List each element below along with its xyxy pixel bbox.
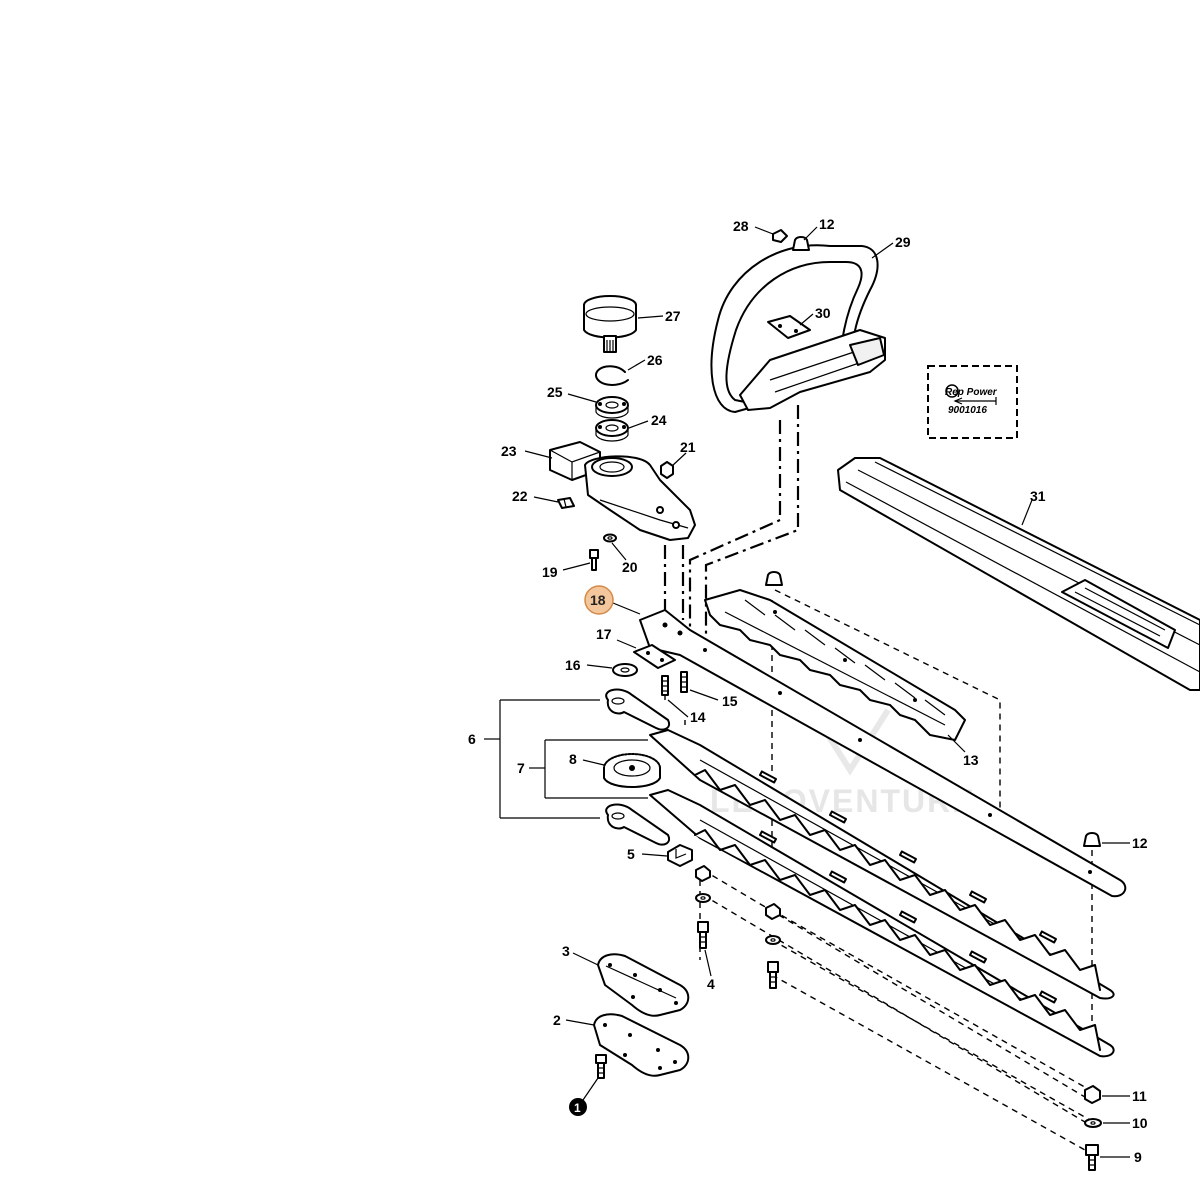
- callout-14: 14: [690, 709, 706, 725]
- part-11-nut-left: [695, 865, 711, 882]
- part-21-nut: [660, 461, 674, 479]
- callout-30: 30: [815, 305, 831, 321]
- callout-18-label: 18: [590, 592, 606, 608]
- part-25-bearing: [595, 396, 629, 419]
- part-19-screw: [589, 549, 599, 571]
- leader-lines: [484, 226, 1130, 1158]
- part-28-nut: [772, 229, 788, 243]
- repower-brand: Rep Power: [945, 387, 998, 398]
- repower-box: Rep Power 9001016: [927, 365, 1018, 439]
- repower-logo-icon: [945, 384, 959, 398]
- part-17-plate: [633, 644, 676, 669]
- callout-19: 19: [542, 564, 558, 580]
- callout-3: 3: [562, 943, 570, 959]
- callout-31: 31: [1030, 488, 1046, 504]
- callout-1: 1: [569, 1098, 587, 1116]
- part-27-pinion: [583, 295, 637, 353]
- part-31-blade-cover: [837, 457, 1200, 691]
- callout-18-highlighted[interactable]: 18: [584, 585, 614, 615]
- part-23-gear-housing: [549, 441, 696, 541]
- callout-17: 17: [596, 626, 612, 642]
- callout-12-top: 12: [819, 216, 835, 232]
- callout-13: 13: [963, 752, 979, 768]
- part-20-washer: [603, 533, 617, 543]
- part-12-cap-nut-right: [1083, 832, 1101, 847]
- part-30-plate: [767, 315, 811, 339]
- part-13-upper-blade: [704, 589, 966, 741]
- part-5-clip: [667, 844, 693, 867]
- part-22-grease-nipple: [557, 497, 575, 509]
- part-9-screw-mid: [767, 961, 779, 989]
- part-7-blade-upper: [649, 729, 1115, 1000]
- part-10-washer-mid: [765, 935, 781, 945]
- repower-code: 9001016: [948, 405, 987, 416]
- part-4-screw: [697, 921, 709, 949]
- part-16-washer: [612, 663, 638, 677]
- callout-16: 16: [565, 657, 581, 673]
- callout-29: 29: [895, 234, 911, 250]
- callout-9: 9: [1134, 1149, 1142, 1165]
- part-10-washer-left: [695, 893, 711, 903]
- callout-10: 10: [1132, 1115, 1148, 1131]
- part-18-connecting-bar: [639, 609, 1127, 898]
- callout-7: 7: [517, 760, 525, 776]
- callout-24: 24: [651, 412, 667, 428]
- callout-5: 5: [627, 846, 635, 862]
- callout-25: 25: [547, 384, 563, 400]
- part-1-screw: [595, 1054, 607, 1079]
- callout-20: 20: [622, 559, 638, 575]
- callout-23: 23: [501, 443, 517, 459]
- part-11-nut-right: [1084, 1085, 1101, 1104]
- callout-labels: 28 12 29 30 27 26 25 24 21 23 22 31 19 2…: [468, 216, 1148, 1165]
- callout-21: 21: [680, 439, 696, 455]
- part-6-rod-lower: [605, 803, 670, 846]
- callout-12-right: 12: [1132, 835, 1148, 851]
- part-14-screw: [661, 675, 669, 696]
- part-8-gear: [603, 753, 661, 788]
- part-29-front-handle: [710, 244, 886, 413]
- callout-26: 26: [647, 352, 663, 368]
- callout-22: 22: [512, 488, 528, 504]
- part-3-gasket: [597, 953, 690, 1017]
- part-24-bearing: [595, 419, 629, 442]
- callout-15: 15: [722, 693, 738, 709]
- part-11-nut-mid: [765, 903, 781, 920]
- callout-4: 4: [707, 976, 715, 992]
- part-26-circlip: [595, 365, 629, 386]
- part-6-rod-upper: [605, 688, 670, 731]
- callout-28: 28: [733, 218, 749, 234]
- part-12-cap-nut-top: [792, 236, 810, 251]
- highlight-circle: [584, 585, 614, 615]
- part-12-cap-nut-blade: [765, 571, 783, 586]
- callout-11: 11: [1132, 1088, 1147, 1104]
- callout-1-label: 1: [574, 1101, 581, 1115]
- callout-8: 8: [569, 751, 577, 767]
- part-10-washer-right: [1084, 1118, 1102, 1128]
- callout-27: 27: [665, 308, 681, 324]
- callout-2: 2: [553, 1012, 561, 1028]
- part-2-cover: [593, 1013, 690, 1077]
- part-9-screw-right: [1085, 1144, 1099, 1171]
- part-15-screw: [680, 671, 688, 693]
- callout-6: 6: [468, 731, 476, 747]
- part-7-blade-lower: [649, 789, 1115, 1058]
